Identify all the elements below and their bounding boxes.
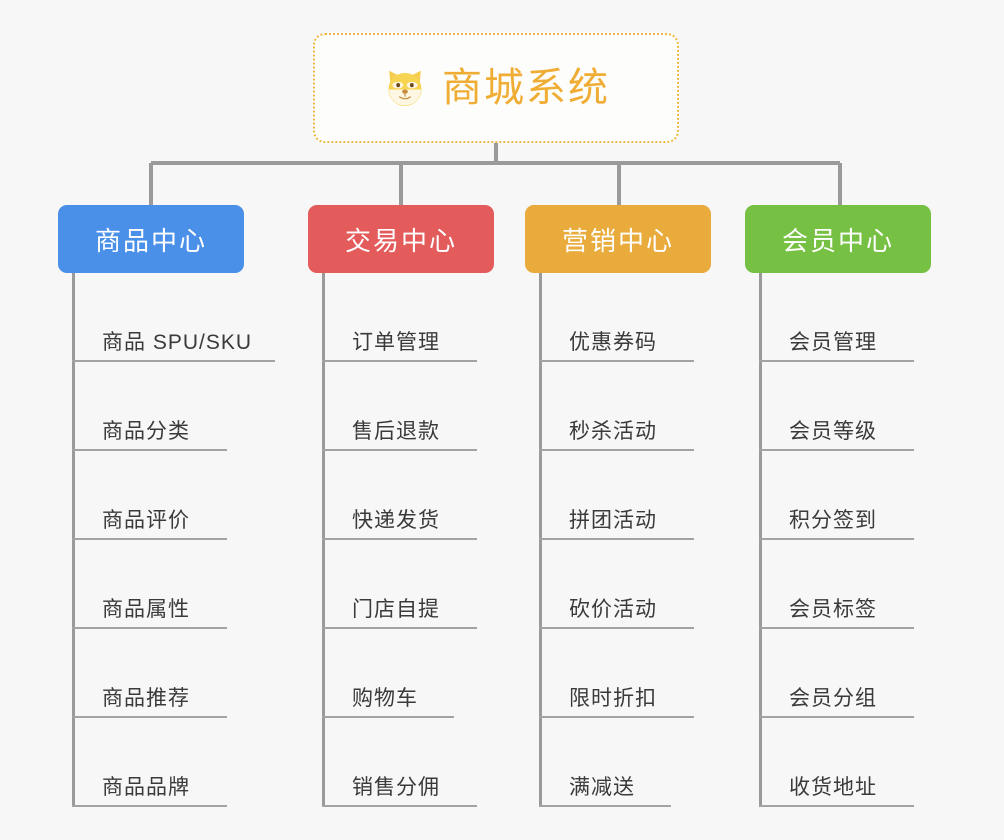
item-label: 砍价活动	[569, 598, 657, 621]
item-underline	[72, 716, 227, 718]
list-item[interactable]: 拼团活动	[539, 451, 725, 540]
item-label: 收货地址	[789, 776, 877, 799]
item-label: 商品评价	[102, 509, 190, 532]
item-underline	[72, 627, 227, 629]
list-item[interactable]: 商品推荐	[72, 629, 258, 718]
item-underline	[539, 627, 694, 629]
item-label: 销售分佣	[352, 776, 440, 799]
item-label: 会员等级	[789, 420, 877, 443]
item-label: 会员标签	[789, 598, 877, 621]
item-label: 限时折扣	[569, 687, 657, 710]
item-list-2: 优惠券码 秒杀活动 拼团活动 砍价活动 限时折扣 满减送	[539, 273, 725, 807]
item-underline	[322, 716, 454, 718]
category-header-2[interactable]: 营销中心	[525, 205, 711, 273]
root-title: 商城系统	[442, 66, 610, 110]
item-label: 商品分类	[102, 420, 190, 443]
list-item[interactable]: 商品分类	[72, 362, 258, 451]
category-label-3: 会员中心	[781, 225, 894, 256]
item-label: 秒杀活动	[569, 420, 657, 443]
list-item[interactable]: 会员管理	[759, 273, 945, 362]
item-label: 售后退款	[352, 420, 440, 443]
branch-spine-1	[322, 273, 325, 807]
item-label: 积分签到	[789, 509, 877, 532]
branch-column-0: 商品中心 商品 SPU/SKU 商品分类 商品评价 商品属性 商品推荐	[58, 205, 275, 807]
list-item[interactable]: 商品属性	[72, 540, 258, 629]
item-underline	[539, 716, 694, 718]
list-item[interactable]: 会员分组	[759, 629, 945, 718]
branch-spine-0	[72, 273, 75, 807]
list-item[interactable]: 门店自提	[322, 540, 508, 629]
item-underline	[72, 538, 227, 540]
item-underline	[322, 449, 477, 451]
list-item[interactable]: 售后退款	[322, 362, 508, 451]
list-item[interactable]: 积分签到	[759, 451, 945, 540]
item-underline	[322, 538, 477, 540]
list-item[interactable]: 快递发货	[322, 451, 508, 540]
list-item[interactable]: 限时折扣	[539, 629, 725, 718]
category-label-0: 商品中心	[94, 225, 207, 256]
list-item[interactable]: 会员等级	[759, 362, 945, 451]
item-label: 快递发货	[352, 509, 440, 532]
category-header-3[interactable]: 会员中心	[745, 205, 931, 273]
item-underline	[539, 360, 694, 362]
list-item[interactable]: 商品 SPU/SKU	[72, 273, 275, 362]
item-list-0: 商品 SPU/SKU 商品分类 商品评价 商品属性 商品推荐 商品品牌	[72, 273, 275, 807]
list-item[interactable]: 会员标签	[759, 540, 945, 629]
category-label-2: 营销中心	[561, 225, 674, 256]
list-item[interactable]: 优惠券码	[539, 273, 725, 362]
item-label: 会员分组	[789, 687, 877, 710]
list-item[interactable]: 订单管理	[322, 273, 508, 362]
list-item[interactable]: 销售分佣	[322, 718, 508, 807]
branch-column-2: 营销中心 优惠券码 秒杀活动 拼团活动 砍价活动 限时折扣	[525, 205, 711, 807]
branch-spine-3	[759, 273, 762, 807]
item-label: 购物车	[352, 687, 418, 710]
category-header-0[interactable]: 商品中心	[58, 205, 244, 273]
item-underline	[759, 449, 914, 451]
item-label: 商品属性	[102, 598, 190, 621]
item-underline	[72, 449, 227, 451]
item-label: 会员管理	[789, 331, 877, 354]
item-underline	[72, 805, 227, 807]
item-underline	[322, 360, 477, 362]
item-label: 商品推荐	[102, 687, 190, 710]
item-underline	[759, 716, 914, 718]
shiba-dog-face-icon	[388, 70, 422, 106]
item-underline	[539, 449, 694, 451]
item-label: 满减送	[569, 776, 635, 799]
item-label: 门店自提	[352, 598, 440, 621]
list-item[interactable]: 收货地址	[759, 718, 945, 807]
list-item[interactable]: 商品品牌	[72, 718, 258, 807]
item-list-3: 会员管理 会员等级 积分签到 会员标签 会员分组 收货地址	[759, 273, 945, 807]
item-label: 优惠券码	[569, 331, 657, 354]
item-underline	[759, 805, 914, 807]
item-label: 拼团活动	[569, 509, 657, 532]
category-label-1: 交易中心	[344, 225, 457, 256]
item-list-1: 订单管理 售后退款 快递发货 门店自提 购物车 销售分佣	[322, 273, 508, 807]
item-underline	[322, 627, 477, 629]
item-underline	[539, 538, 694, 540]
branch-column-3: 会员中心 会员管理 会员等级 积分签到 会员标签 会员分组	[745, 205, 931, 807]
list-item[interactable]: 秒杀活动	[539, 362, 725, 451]
item-underline	[759, 538, 914, 540]
category-header-1[interactable]: 交易中心	[308, 205, 494, 273]
item-underline	[322, 805, 477, 807]
item-underline	[72, 360, 275, 362]
list-item[interactable]: 商品评价	[72, 451, 258, 540]
item-label: 商品品牌	[102, 776, 190, 799]
list-item[interactable]: 满减送	[539, 718, 725, 807]
item-underline	[759, 627, 914, 629]
root-node[interactable]: 商城系统	[313, 33, 679, 143]
item-label: 商品 SPU/SKU	[102, 331, 253, 354]
branch-spine-2	[539, 273, 542, 807]
branch-column-1: 交易中心 订单管理 售后退款 快递发货 门店自提 购物车	[308, 205, 494, 807]
item-underline	[539, 805, 671, 807]
item-underline	[759, 360, 914, 362]
list-item[interactable]: 购物车	[322, 629, 508, 718]
list-item[interactable]: 砍价活动	[539, 540, 725, 629]
item-label: 订单管理	[352, 331, 440, 354]
